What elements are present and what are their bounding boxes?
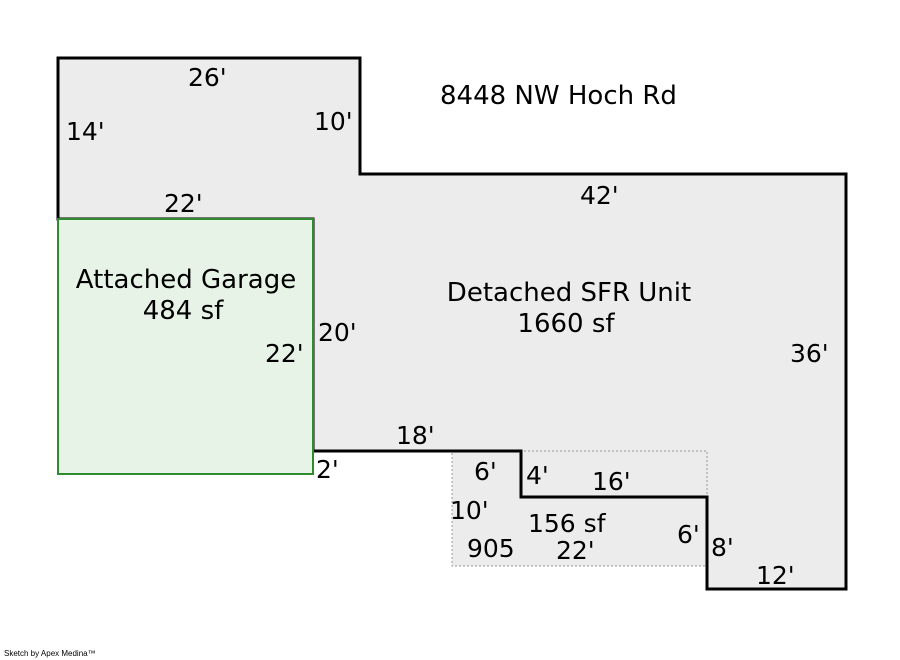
dim-mid-step: 4' xyxy=(526,461,549,490)
patio-dim-bottom: 22' xyxy=(556,536,595,565)
dim-step-down: 10' xyxy=(314,107,353,136)
garage-dim-right: 22' xyxy=(265,339,304,368)
dim-mid-top: 16' xyxy=(592,467,631,496)
dim-right: 36' xyxy=(790,339,829,368)
dim-top-left: 26' xyxy=(188,63,227,92)
main-area: 1660 sf xyxy=(517,309,615,339)
dim-inner-left: 20' xyxy=(318,318,357,347)
garage-area: 484 sf xyxy=(143,296,224,326)
patio-dim-right: 6' xyxy=(677,520,700,549)
patio-dim-left: 10' xyxy=(450,496,489,525)
dim-small-step: 2' xyxy=(316,455,339,484)
patio-area: 156 sf xyxy=(528,509,607,538)
garage-name: Attached Garage xyxy=(76,265,296,295)
dim-bottom-mid: 18' xyxy=(396,421,435,450)
dim-left: 14' xyxy=(66,117,105,146)
garage-dim-top: 22' xyxy=(164,189,203,218)
patio-code: 905 xyxy=(467,534,515,563)
dim-bottom-right: 12' xyxy=(756,561,795,590)
address-label: 8448 NW Hoch Rd xyxy=(440,81,677,111)
dim-top-right: 42' xyxy=(580,181,619,210)
patio-dim-top: 6' xyxy=(474,457,497,486)
main-name: Detached SFR Unit xyxy=(447,278,691,308)
sketch-credit: Sketch by Apex Medina™ xyxy=(4,649,96,658)
main-dwelling-step-edge xyxy=(452,449,846,591)
dim-right-step: 8' xyxy=(711,533,734,562)
garage-outline xyxy=(57,218,314,475)
